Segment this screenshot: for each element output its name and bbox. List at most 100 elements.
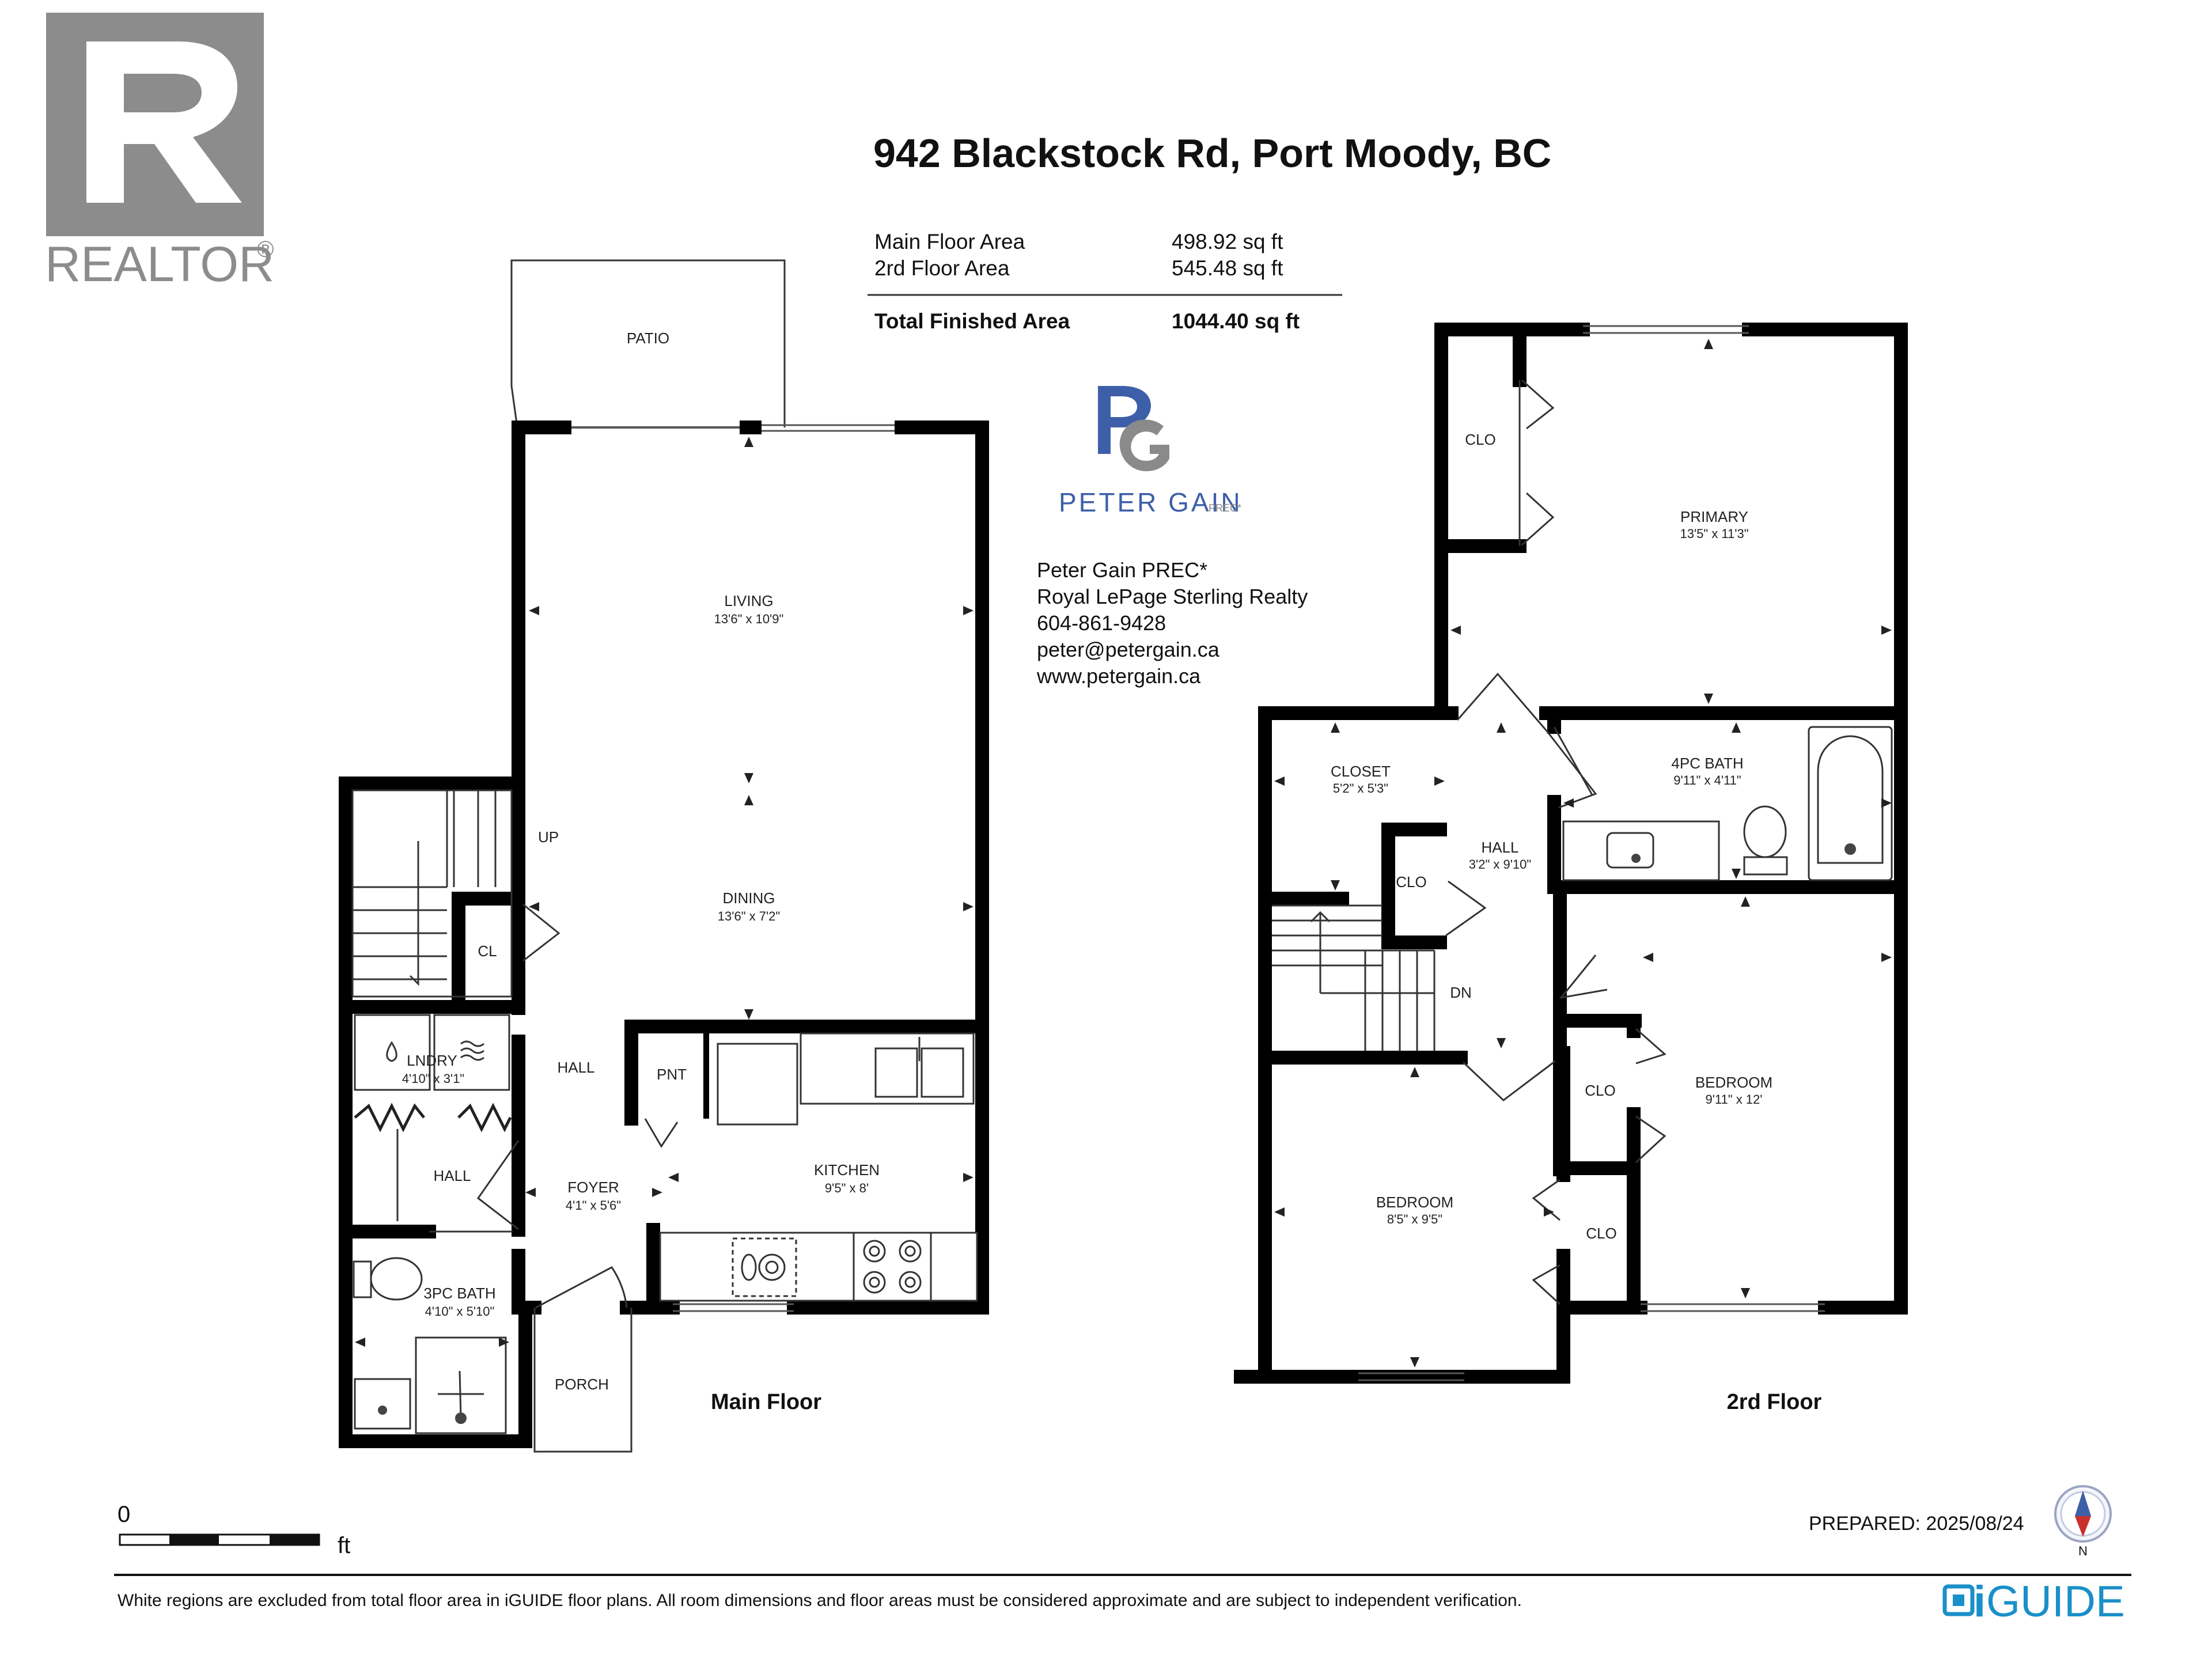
stove: [853, 1232, 932, 1302]
primary-dim: 13'5" x 11'3": [1680, 527, 1748, 541]
agent-email[interactable]: peter@petergain.ca: [1037, 638, 1220, 661]
bedroom-right-closet-door-upper: [1635, 1028, 1666, 1065]
vanity: [1562, 820, 1720, 881]
main-floor-plan: PATIO PORCH UP: [339, 259, 989, 1453]
pantry-door: [644, 1118, 679, 1148]
second-floor-dimension-arrows: [1274, 339, 1892, 1368]
bath4-dim: 9'11" x 4'11": [1673, 773, 1741, 787]
toilet: [1743, 805, 1787, 858]
main-floor-exterior-walls: [339, 421, 989, 1448]
compass-north-label: N: [2078, 1544, 2088, 1558]
iguide-mark-icon: [1942, 1584, 1975, 1616]
dining-dim: 13'6" x 7'2": [718, 909, 780, 923]
bedroom-right-closet-door-lower: [1635, 1115, 1666, 1164]
hall-label: HALL: [1481, 839, 1518, 856]
second-floor-area-label: 2rd Floor Area: [874, 256, 1010, 280]
kitchen-area: KITCHEN 9'5" x 8': [659, 1032, 978, 1302]
realtor-logo-text: REALTOR: [45, 237, 274, 292]
second-floor-plan: CLO PRIMARY 13'5" x 11'3" CLOSET 5'2" x …: [1234, 323, 1908, 1414]
dishwasher: [732, 1237, 797, 1297]
bath3-dim: 4'10" x 5'10": [425, 1304, 495, 1319]
kitchen-label: KITCHEN: [814, 1161, 880, 1179]
primary-closet-door-upper: [1521, 379, 1555, 430]
agent-info: Peter Gain PREC* Royal LePage Sterling R…: [1036, 558, 1308, 688]
hall-closet-label: CLO: [1396, 873, 1426, 891]
living-dim: 13'6" x 10'9": [714, 612, 784, 626]
bedroom-left-closet-door-lower: [1532, 1264, 1561, 1305]
laundry-bifold-left: [354, 1103, 425, 1132]
hall-upper-label: HALL: [557, 1059, 594, 1076]
closet-label: CLOSET: [1331, 763, 1391, 780]
hall-doors: [1456, 672, 1597, 809]
scale-bar: 0 ft: [118, 1502, 350, 1558]
second-floor-label: 2rd Floor: [1727, 1390, 1822, 1414]
bedroom-right-dim: 9'11" x 12': [1706, 1092, 1763, 1107]
fridge: [717, 1043, 798, 1126]
laundry-label: LNDRY: [407, 1052, 457, 1069]
kitchen-dim: 9'5" x 8': [825, 1181, 869, 1195]
bedroom-left-closet-label: CLO: [1586, 1225, 1616, 1242]
laundry-dim: 4'10" x 3'1": [402, 1071, 464, 1086]
agent-brokerage: Royal LePage Sterling Realty: [1037, 585, 1308, 608]
main-floor-label: Main Floor: [711, 1390, 821, 1414]
laundry-bifold-right: [457, 1103, 512, 1132]
porch-outline: [533, 1308, 632, 1453]
main-floor-area-label: Main Floor Area: [874, 230, 1025, 253]
bedroom-right-closet-label: CLO: [1585, 1082, 1615, 1099]
main-floor-dimension-arrows: [355, 437, 974, 1347]
bedroom-doors: [1462, 955, 1608, 1101]
patio-outline: [510, 259, 786, 428]
living-label: LIVING: [724, 592, 773, 609]
dining-label: DINING: [723, 889, 775, 907]
second-floor-area-value: 545.48 sq ft: [1172, 256, 1283, 280]
hall-dim: 3'2" x 9'10": [1469, 857, 1531, 872]
agent-website[interactable]: www.petergain.ca: [1036, 664, 1201, 688]
bath4-label: 4PC BATH: [1671, 755, 1743, 772]
agent-phone[interactable]: 604-861-9428: [1037, 611, 1166, 635]
page-title: 942 Blackstock Rd, Port Moody, BC: [873, 131, 1551, 176]
entry-door: [535, 1266, 628, 1309]
total-area-value: 1044.40 sq ft: [1172, 309, 1300, 333]
three-pc-bath: 3PC BATH 4'10" x 5'10": [353, 1230, 513, 1434]
primary-closet-door-lower: [1521, 492, 1555, 546]
prepared-date: PREPARED: 2025/08/24: [1809, 1513, 2024, 1535]
iguide-prefix: i: [1974, 1577, 1986, 1626]
scale-tick-0: 0: [118, 1502, 130, 1527]
closet-dim: 5'2" x 5'3": [1333, 781, 1388, 796]
main-floor-interior-walls: [339, 777, 989, 1315]
bathtub: [1808, 726, 1893, 881]
foyer-label: FOYER: [567, 1179, 619, 1196]
hall-closet-door: [1445, 880, 1487, 937]
scale-unit: ft: [338, 1533, 350, 1558]
hall-lower-label: HALL: [433, 1167, 471, 1184]
stairs-up-label: UP: [538, 828, 559, 846]
realtor-logo: REALTOR ®: [45, 13, 274, 292]
disclaimer-text: White regions are excluded from total fl…: [118, 1591, 1522, 1610]
patio-label: PATIO: [627, 329, 669, 347]
four-pc-bath: 4PC BATH 9'11" x 4'11": [1553, 726, 1893, 881]
agent-logo-name: PETER GAIN: [1059, 487, 1243, 517]
compass-icon: N: [2054, 1485, 2112, 1558]
realtor-registered-mark: ®: [257, 237, 274, 262]
cl-closet-door: [522, 903, 560, 962]
bedroom-left-dim: 8'5" x 9'5": [1387, 1212, 1442, 1226]
sink-right: [921, 1047, 964, 1098]
agent-name: Peter Gain PREC*: [1037, 558, 1207, 582]
bedroom-left-label: BEDROOM: [1376, 1194, 1453, 1211]
porch-label: PORCH: [555, 1376, 609, 1393]
agent-logo: PETER GAIN PREC*: [1059, 386, 1243, 517]
bath3-label: 3PC BATH: [423, 1285, 495, 1302]
bedroom-right-label: BEDROOM: [1695, 1074, 1772, 1091]
primary-label: PRIMARY: [1680, 508, 1748, 525]
laundry-area: LNDRY 4'10" x 3'1": [354, 1014, 512, 1132]
stairs-down-label: DN: [1450, 984, 1472, 1001]
iguide-name: GUIDE: [1986, 1577, 2125, 1626]
upper-stairs: DN: [1272, 904, 1608, 1101]
agent-logo-suffix: PREC*: [1209, 502, 1241, 514]
cl-label: CL: [478, 942, 497, 960]
main-floor-area-value: 498.92 sq ft: [1172, 230, 1283, 253]
total-area-label: Total Finished Area: [874, 309, 1070, 333]
primary-closet-label: CLO: [1465, 431, 1495, 448]
pantry-label: PNT: [657, 1066, 687, 1083]
